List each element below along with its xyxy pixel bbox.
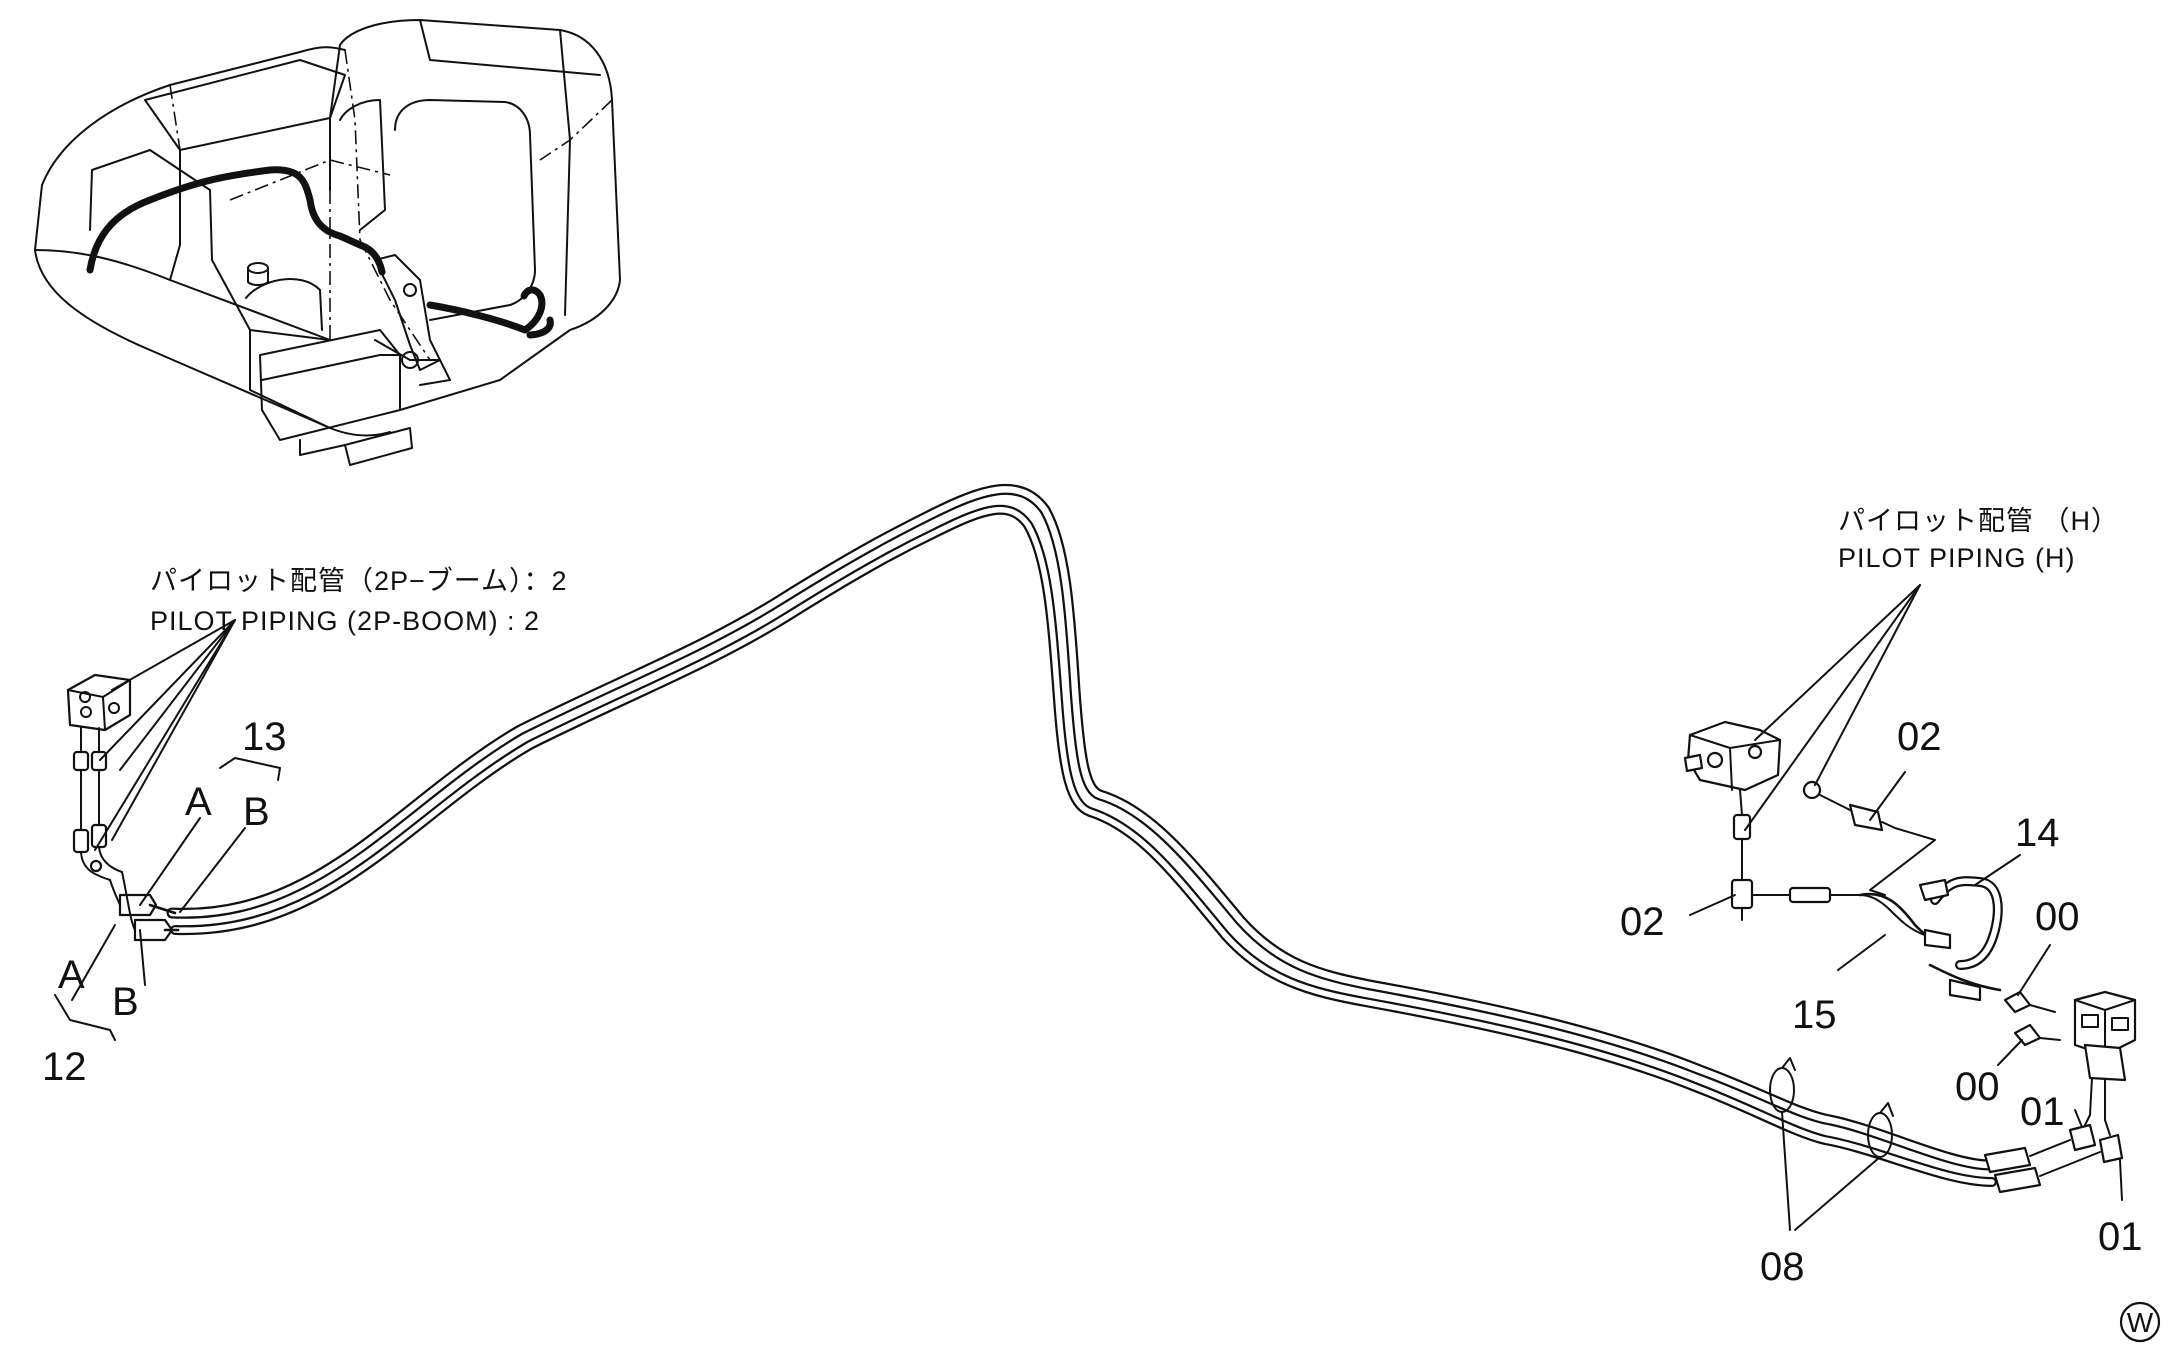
- port-letter-b-upper: B: [243, 790, 270, 834]
- left-caption-en: PILOT PIPING (2P-BOOM) : 2: [150, 606, 540, 636]
- part-number-00-upper: 00: [2035, 895, 2080, 939]
- part-number-00-lower: 00: [1955, 1065, 2000, 1109]
- circled-w-mark: W: [2119, 1301, 2161, 1343]
- part-number-02-left: 02: [1620, 900, 1665, 944]
- part-number-13: 13: [242, 715, 287, 759]
- machine-overview: [34, 19, 621, 466]
- pilot-hose-pair: [166, 483, 1997, 1187]
- port-letter-a-upper: A: [185, 780, 212, 824]
- port-letter-a-lower: A: [58, 953, 85, 997]
- port-letter-b-lower: B: [112, 980, 139, 1024]
- part-number-01-upper: 01: [2020, 1090, 2065, 1134]
- part-number-12: 12: [42, 1045, 87, 1089]
- right-caption-ja: パイロット配管 （H）: [1838, 506, 2119, 536]
- right-fitting-assembly: [1683, 720, 2137, 1194]
- leader-lines: [54, 584, 2123, 1231]
- right-caption-en: PILOT PIPING (H): [1838, 543, 2076, 573]
- left-caption-ja: パイロット配管（2P−ブーム）：2: [150, 566, 568, 596]
- circled-w-mark-letter: W: [2127, 1307, 2154, 1338]
- part-number-14: 14: [2015, 811, 2060, 855]
- part-number-02-upper: 02: [1897, 715, 1942, 759]
- part-number-08: 08: [1760, 1245, 1805, 1289]
- part-number-15: 15: [1792, 993, 1837, 1037]
- part-number-01-lower: 01: [2098, 1215, 2143, 1259]
